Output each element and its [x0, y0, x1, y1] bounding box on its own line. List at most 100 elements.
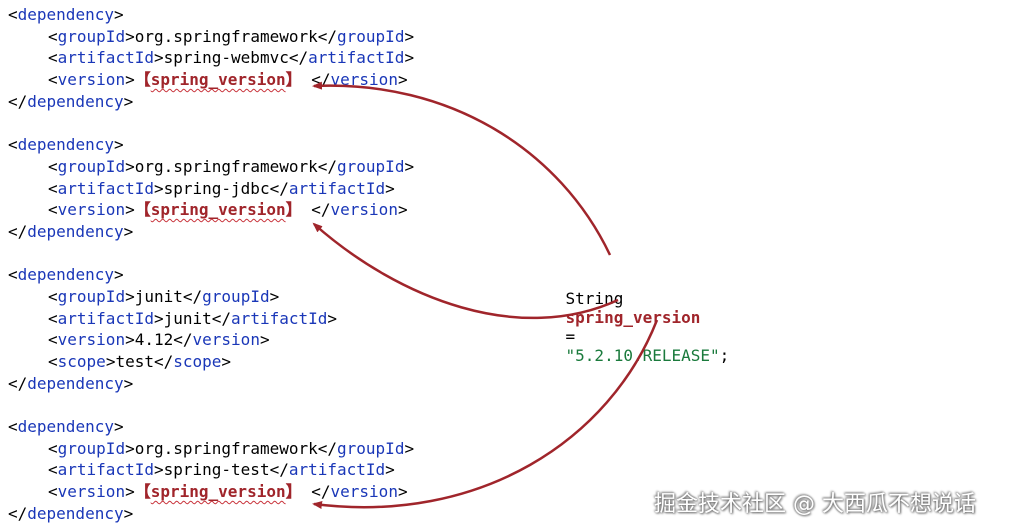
xml-open-dependency: <dependency> — [8, 4, 414, 26]
placeholder-open-bracket: 【 — [134, 482, 151, 502]
xml-tag-name: version — [330, 200, 398, 220]
xml-bracket: </ — [8, 221, 28, 241]
xml-tag-name: artifactId — [288, 460, 386, 480]
xml-bracket: > — [153, 178, 164, 198]
xml-bracket: > — [397, 70, 408, 90]
xml-bracket: < — [48, 330, 58, 350]
xml-tag-name: dependency — [27, 221, 124, 241]
xml-tag-name: dependency — [17, 265, 114, 285]
xml-bracket: > — [123, 91, 134, 111]
xml-bracket: > — [153, 48, 164, 68]
xml-bracket: </ — [311, 482, 331, 502]
xml-close-dependency: </dependency> — [8, 503, 414, 525]
xml-child-artifactid: <artifactId>spring-test</artifactId> — [8, 459, 414, 481]
xml-bracket: > — [113, 5, 124, 24]
xml-bracket: < — [8, 417, 18, 437]
xml-bracket: </ — [269, 178, 289, 198]
xml-bracket: > — [397, 482, 408, 502]
xml-tag-name: artifactId — [57, 308, 154, 328]
xml-tag-name: dependency — [17, 417, 114, 437]
xml-tag-name: scope — [57, 352, 106, 371]
xml-text-value: 4.12 — [134, 330, 174, 350]
xml-child-groupid: <groupId>org.springframework</groupId> — [8, 26, 414, 48]
java-variable-name: spring_version — [565, 308, 701, 327]
xml-open-dependency: <dependency> — [8, 264, 414, 286]
xml-bracket: > — [113, 417, 124, 437]
xml-tag-name: groupId — [57, 438, 126, 458]
xml-text-value: org.springframework — [134, 438, 318, 458]
xml-bracket: < — [48, 156, 58, 176]
xml-bracket: </ — [211, 308, 232, 328]
watermark: 掘金技术社区 @ 大西瓜不想说话 — [654, 492, 976, 517]
xml-close-dependency: </dependency> — [8, 221, 414, 243]
xml-tag-name: artifactId — [288, 178, 386, 198]
xml-bracket: </ — [8, 373, 28, 393]
xml-bracket: < — [8, 135, 18, 155]
xml-bracket: </ — [8, 503, 28, 523]
xml-bracket: > — [385, 460, 395, 480]
xml-bracket: > — [125, 70, 135, 90]
xml-bracket: < — [48, 26, 58, 46]
xml-bracket: </ — [317, 156, 338, 176]
xml-child-version: <version>【spring_version】 </version> — [8, 481, 414, 503]
xml-bracket: > — [269, 286, 280, 306]
xml-tag-name: scope — [173, 352, 222, 371]
xml-bracket: > — [153, 308, 164, 328]
xml-bracket: < — [48, 200, 58, 220]
xml-bracket: </ — [288, 48, 309, 68]
xml-tag-name: version — [57, 482, 126, 502]
xml-bracket: </ — [182, 286, 203, 306]
xml-child-artifactid: <artifactId>spring-jdbc</artifactId> — [8, 178, 414, 200]
xml-text-value: spring-webmvc — [163, 48, 289, 68]
placeholder-close-bracket: 】 — [285, 70, 302, 90]
xml-bracket: </ — [317, 438, 338, 458]
xml-tag-name: artifactId — [57, 48, 154, 68]
xml-tag-name: version — [330, 482, 398, 502]
xml-tag-name: artifactId — [57, 178, 154, 198]
xml-bracket: > — [221, 352, 232, 371]
xml-bracket: > — [125, 482, 135, 502]
xml-tag-name: artifactId — [57, 460, 154, 480]
xml-bracket: < — [8, 5, 18, 24]
xml-tag-name: dependency — [27, 503, 124, 523]
version-placeholder: spring_version — [150, 482, 286, 502]
xml-child-artifactid: <artifactId>junit</artifactId> — [8, 308, 414, 330]
xml-child-artifactid: <artifactId>spring-webmvc</artifactId> — [8, 47, 414, 69]
xml-tag-name: dependency — [27, 373, 124, 393]
xml-bracket: > — [153, 460, 164, 480]
xml-bracket: < — [48, 178, 58, 198]
xml-bracket: < — [8, 265, 18, 285]
xml-tag-name: groupId — [57, 26, 126, 46]
xml-bracket: > — [123, 503, 134, 523]
xml-bracket: > — [113, 265, 124, 285]
xml-bracket: < — [48, 438, 58, 458]
xml-bracket: > — [125, 438, 135, 458]
xml-close-dependency: </dependency> — [8, 91, 414, 113]
xml-text-value: spring-jdbc — [163, 178, 270, 198]
xml-open-dependency: <dependency> — [8, 134, 414, 156]
xml-bracket: > — [125, 156, 135, 176]
xml-text-value: test — [115, 352, 154, 371]
xml-bracket: </ — [173, 330, 193, 350]
xml-bracket: < — [48, 70, 58, 90]
xml-child-scope: <scope>test</scope> — [8, 351, 414, 373]
arrow-to-webmvc-version — [312, 81, 612, 256]
xml-bracket: </ — [269, 460, 289, 480]
xml-bracket: > — [404, 438, 415, 458]
xml-tag-name: artifactId — [231, 308, 328, 328]
version-placeholder: spring_version — [150, 200, 286, 220]
xml-bracket: < — [48, 352, 58, 371]
xml-tag-name: dependency — [17, 135, 114, 155]
xml-bracket: > — [125, 200, 135, 220]
xml-tag-name: groupId — [337, 156, 405, 176]
placeholder-open-bracket: 【 — [134, 200, 151, 220]
xml-bracket: > — [105, 352, 116, 371]
xml-child-version: <version>【spring_version】 </version> — [8, 199, 414, 221]
java-string-value: "5.2.10.RELEASE" — [565, 346, 720, 365]
xml-bracket: > — [404, 26, 415, 46]
xml-bracket: < — [48, 460, 58, 480]
xml-bracket: > — [123, 221, 134, 241]
xml-tag-name: version — [192, 330, 260, 350]
